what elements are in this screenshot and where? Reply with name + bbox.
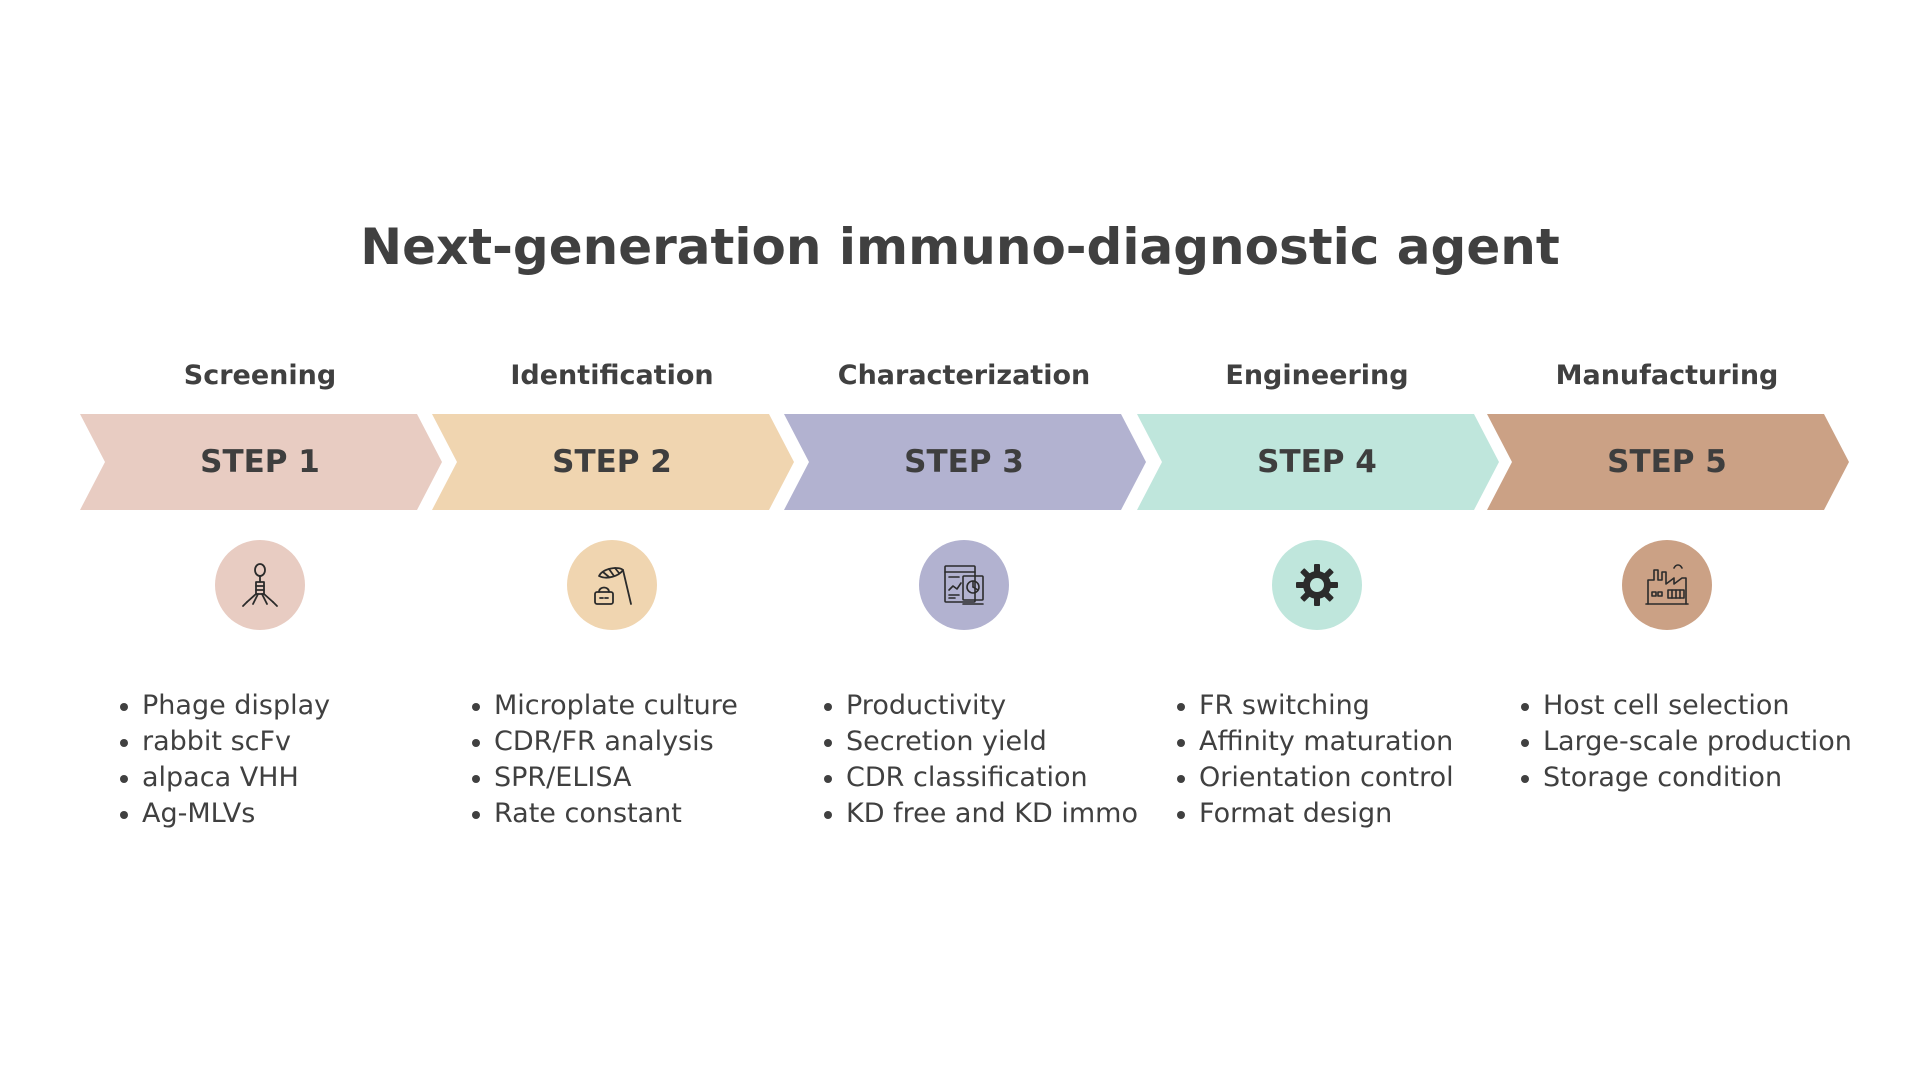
list-item: CDR/FR analysis bbox=[470, 724, 738, 760]
list-item: Phage display bbox=[118, 688, 330, 724]
net-basket-icon bbox=[594, 567, 632, 605]
phase-label-characterization: Characterization bbox=[837, 360, 1091, 391]
list-item: Format design bbox=[1175, 796, 1454, 832]
step-4-arrow bbox=[1137, 414, 1499, 510]
step-3-icon-circle bbox=[919, 540, 1009, 630]
list-item: Secretion yield bbox=[822, 724, 1138, 760]
list-item: FR switching bbox=[1175, 688, 1454, 724]
list-item: Affinity maturation bbox=[1175, 724, 1454, 760]
list-item: Ag-MLVs bbox=[118, 796, 330, 832]
step-4-chevron bbox=[1137, 414, 1499, 510]
step-1-chevron bbox=[80, 414, 442, 510]
step-5-bullets: Host cell selection Large-scale producti… bbox=[1519, 688, 1852, 796]
phase-label-engineering: Engineering bbox=[1225, 360, 1409, 391]
step-5-icon-circle bbox=[1622, 540, 1712, 630]
list-item: SPR/ELISA bbox=[470, 760, 738, 796]
step-1-bullets: Phage display rabbit scFv alpaca VHH Ag-… bbox=[118, 688, 330, 832]
step-2-bullets: Microplate culture CDR/FR analysis SPR/E… bbox=[470, 688, 738, 832]
list-item: CDR classification bbox=[822, 760, 1138, 796]
step-3-label: STEP 3 bbox=[904, 444, 1024, 480]
step-5-label: STEP 5 bbox=[1607, 444, 1727, 480]
step-2-icon-circle bbox=[567, 540, 657, 630]
gear-icon bbox=[1296, 564, 1338, 606]
step-5: Manufacturing STEP 5 Host cell selection bbox=[1487, 0, 1852, 1080]
list-item: KD free and KD immo bbox=[822, 796, 1138, 832]
factory-icon bbox=[1645, 564, 1689, 605]
step-3-chevron bbox=[784, 414, 1146, 510]
step-1: Screening STEP 1 Phage displa bbox=[80, 0, 442, 1080]
page-title: Next-generation immuno-diagnostic agent bbox=[360, 218, 1560, 276]
list-item: rabbit scFv bbox=[118, 724, 330, 760]
list-item: Rate constant bbox=[470, 796, 738, 832]
list-item: Storage condition bbox=[1519, 760, 1852, 796]
step-5-chevron bbox=[1487, 414, 1849, 510]
step-2-chevron bbox=[432, 414, 794, 510]
list-item: alpaca VHH bbox=[118, 760, 330, 796]
step-3-arrow bbox=[784, 414, 1146, 510]
list-item: Productivity bbox=[822, 688, 1138, 724]
step-2: Identification STEP 2 Microplate culture bbox=[432, 0, 794, 1080]
list-item: Microplate culture bbox=[470, 688, 738, 724]
phase-label-screening: Screening bbox=[183, 360, 337, 391]
list-item: Host cell selection bbox=[1519, 688, 1852, 724]
step-4-label: STEP 4 bbox=[1257, 444, 1377, 480]
step-4: Engineering STEP 4 bbox=[1137, 0, 1499, 1080]
phase-label-identification: Identification bbox=[510, 360, 714, 391]
phage-icon bbox=[242, 563, 278, 607]
step-2-arrow bbox=[432, 414, 794, 510]
step-1-arrow bbox=[80, 414, 442, 510]
step-3-bullets: Productivity Secretion yield CDR classif… bbox=[822, 688, 1138, 832]
step-4-icon-circle bbox=[1272, 540, 1362, 630]
step-1-icon-circle bbox=[215, 540, 305, 630]
step-5-arrow bbox=[1487, 414, 1849, 510]
step-2-label: STEP 2 bbox=[552, 444, 672, 480]
step-1-label: STEP 1 bbox=[200, 444, 320, 480]
list-item: Orientation control bbox=[1175, 760, 1454, 796]
list-item: Large-scale production bbox=[1519, 724, 1852, 760]
step-3: Characterization STEP 3 Produ bbox=[784, 0, 1146, 1080]
analytics-report-icon bbox=[944, 565, 984, 605]
step-4-bullets: FR switching Affinity maturation Orienta… bbox=[1175, 688, 1454, 832]
phase-label-manufacturing: Manufacturing bbox=[1555, 360, 1779, 391]
